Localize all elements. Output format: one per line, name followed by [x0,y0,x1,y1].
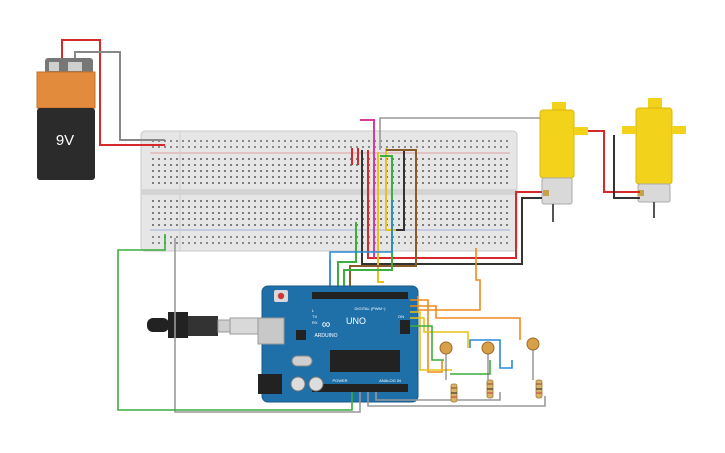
usb-cable[interactable] [147,312,259,338]
ldr-3[interactable] [526,337,540,380]
ground-wires [117,234,546,413]
battery-wires [61,39,165,146]
arduino-model: UNO [346,316,366,326]
power-header-label: POWER [332,378,347,383]
arduino-brand: ARDUINO [314,333,337,339]
resistor-2[interactable] [486,379,494,399]
on-led-label: ON [398,314,404,319]
arduino-uno[interactable]: ∞ ARDUINO UNO DIGITAL (PWM~) POWER ANALO… [257,285,419,403]
motor-wires [361,117,640,265]
battery-label: 9V [56,132,74,149]
rx-label: RX [312,320,318,325]
sensor-wires [410,248,521,375]
analog-header-label: ANALOG IN [379,378,401,383]
battery-9v[interactable]: 9V [36,58,96,180]
arduino-logo-mark: ∞ [322,317,331,331]
signal-wires [329,119,417,292]
motor-right[interactable] [622,98,686,218]
resistor-1[interactable] [450,383,458,403]
tx-label: TX [312,314,317,319]
breadboard[interactable] [140,130,518,252]
resistor-3[interactable] [535,379,543,399]
digital-header-label: DIGITAL (PWM~) [355,306,387,311]
ldr-1[interactable] [439,341,453,380]
motor-left[interactable] [539,102,588,222]
ldr-2[interactable] [481,341,495,380]
l-led-label: L [312,308,315,313]
